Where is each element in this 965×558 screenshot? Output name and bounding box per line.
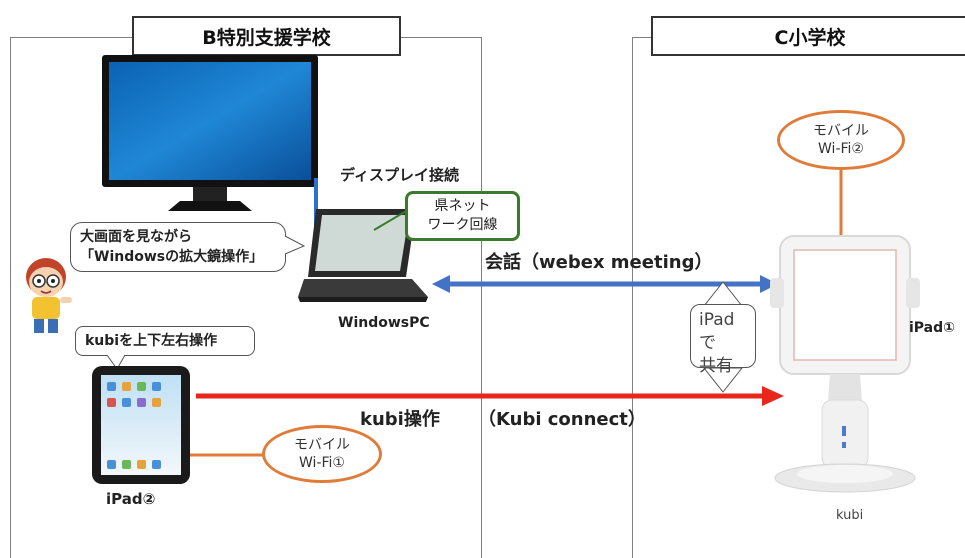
mobile-wifi1-line2: Wi-Fi① <box>299 455 345 471</box>
ipad-share-box: iPadで 共有 <box>690 304 756 376</box>
big-screen-bubble: 大画面を見ながら 「Windowsの拡大鏡操作」 <box>70 222 286 272</box>
prefecture-network-line2: ワーク回線 <box>427 217 498 233</box>
prefecture-network-box: 県ネット ワーク回線 <box>405 191 520 241</box>
ipad-share-line1: iPadで <box>699 310 735 353</box>
laptop-icon <box>298 209 428 302</box>
share-arrow-down <box>702 367 744 393</box>
kubi-control-bubble: kubiを上下左右操作 <box>75 326 255 356</box>
wifi1-connector <box>190 453 268 457</box>
kubi-label: kubi <box>836 508 864 523</box>
kubi-device-icon <box>770 235 920 493</box>
big-screen-line1: 大画面を見ながら <box>80 229 192 245</box>
conversation-arrow <box>432 275 778 293</box>
conversation-label: 会話（webex meeting） <box>485 252 713 273</box>
kubi-operation-label: kubi操作 <box>360 409 440 430</box>
mobile-wifi2-oval: モバイル Wi-Fi② <box>777 110 905 170</box>
mobile-wifi1-oval: モバイル Wi-Fi① <box>262 425 382 483</box>
ipad2-icon <box>92 366 190 484</box>
kubi-connect-label: （Kubi connect） <box>478 409 646 430</box>
ipad-share-line2: 共有 <box>699 356 733 376</box>
mobile-wifi1-line1: モバイル <box>294 437 350 453</box>
prefecture-network-line1: 県ネット <box>434 198 491 214</box>
kubi-operation-arrow <box>196 386 784 406</box>
big-screen-line2: 「Windowsの拡大鏡操作」 <box>80 249 264 265</box>
wifi2-connector <box>839 168 843 238</box>
school-b-title: B特別支援学校 <box>132 16 401 56</box>
windows-pc-label: WindowsPC <box>338 315 430 331</box>
mobile-wifi2-line1: モバイル <box>813 123 869 139</box>
school-c-title: C小学校 <box>651 16 965 56</box>
ipad1-label: iPad① <box>909 320 956 336</box>
network-connector <box>373 209 409 231</box>
student-character-icon <box>26 258 72 333</box>
monitor-icon <box>102 55 318 211</box>
bubble-tail-right <box>284 235 306 255</box>
display-connection-label: ディスプレイ接続 <box>340 166 459 184</box>
ipad2-label: iPad② <box>106 490 156 508</box>
mobile-wifi2-line2: Wi-Fi② <box>818 141 864 157</box>
